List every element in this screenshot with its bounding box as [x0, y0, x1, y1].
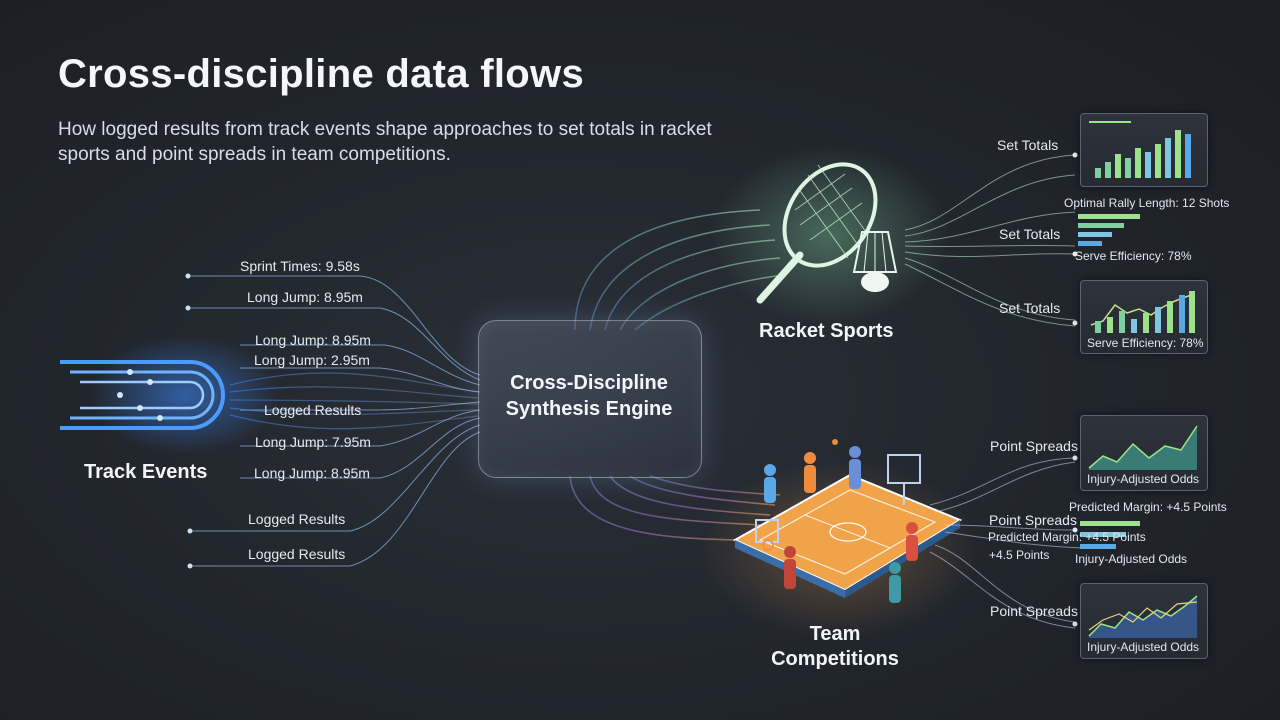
racket-sports-label: Racket Sports — [759, 320, 894, 342]
track-label-logged-results-3: Logged Results — [248, 546, 346, 562]
point-spreads-area-chart-2 — [1088, 595, 1198, 638]
track-label-long-jump-4: Long Jump: 7.95m — [255, 434, 371, 450]
rally-length-bars — [1078, 214, 1140, 246]
track-label-sprint-times: Sprint Times: 9.58s — [240, 258, 360, 274]
set-totals-chart-panel-2: Serve Efficiency: 78% — [1080, 280, 1208, 354]
track-label-logged-results-1: Logged Results — [264, 402, 362, 418]
set-totals-bar-chart-1 — [1089, 121, 1191, 178]
track-lanes-icon — [60, 335, 280, 455]
track-label-long-jump-1: Long Jump: 8.95m — [247, 289, 363, 305]
track-events-label: Track Events — [84, 461, 208, 483]
predicted-margin-bars — [1080, 521, 1140, 549]
point-spreads-label-1: Point Spreads — [990, 438, 1078, 454]
point-spreads-chart-panel-1: Injury-Adjusted Odds — [1080, 415, 1208, 491]
serve-efficiency-label-1: Serve Efficiency: 78% — [1075, 249, 1192, 263]
team-competitions-label: Team Competitions — [762, 622, 908, 672]
page-subtitle: How logged results from track events sha… — [58, 119, 712, 165]
point-spreads-chart-panel-2: Injury-Adjusted Odds — [1080, 583, 1208, 659]
injury-odds-label-1: Injury-Adjusted Odds — [1087, 472, 1200, 486]
engine-title-line1: Cross-Discipline — [510, 372, 668, 394]
track-label-long-jump-3: Long Jump: 2.95m — [254, 352, 370, 368]
tennis-racket-icon — [756, 162, 878, 304]
track-label-long-jump-2: Long Jump: 8.95m — [255, 332, 371, 348]
point-spreads-area-chart-1 — [1088, 425, 1198, 470]
page-title: Cross-discipline data flows — [58, 52, 584, 96]
team-label-line2: Competitions — [771, 648, 899, 670]
players-icon — [764, 439, 918, 603]
set-totals-label-3: Set Totals — [999, 300, 1061, 316]
team-label-line1: Team — [809, 623, 861, 645]
points-label: +4.5 Points — [989, 548, 1050, 562]
track-label-logged-results-2: Logged Results — [248, 511, 346, 527]
predicted-margin-label-2: Predicted Margin: +4.5 Points — [988, 530, 1146, 544]
injury-odds-label-3: Injury-Adjusted Odds — [1087, 640, 1200, 654]
synthesis-engine-label: Cross-Discipline Synthesis Engine — [478, 370, 700, 422]
track-label-long-jump-5: Long Jump: 8.95m — [254, 465, 370, 481]
serve-efficiency-label-2: Serve Efficiency: 78% — [1087, 336, 1204, 350]
set-totals-bar-chart-2 — [1090, 291, 1195, 333]
shuttlecock-icon — [852, 231, 898, 292]
set-totals-chart-panel-1 — [1080, 113, 1208, 187]
rally-length-label: Optimal Rally Length: 12 Shots — [1064, 196, 1230, 210]
engine-title-line2: Synthesis Engine — [505, 398, 673, 420]
synthesis-engine-box — [478, 320, 702, 478]
point-spreads-label-2: Point Spreads — [989, 512, 1077, 528]
predicted-margin-label-1: Predicted Margin: +4.5 Points — [1069, 500, 1227, 514]
set-totals-label-2: Set Totals — [999, 226, 1061, 242]
set-totals-label-1: Set Totals — [997, 137, 1059, 153]
point-spreads-label-3: Point Spreads — [990, 603, 1078, 619]
injury-odds-label-2: Injury-Adjusted Odds — [1075, 552, 1188, 566]
